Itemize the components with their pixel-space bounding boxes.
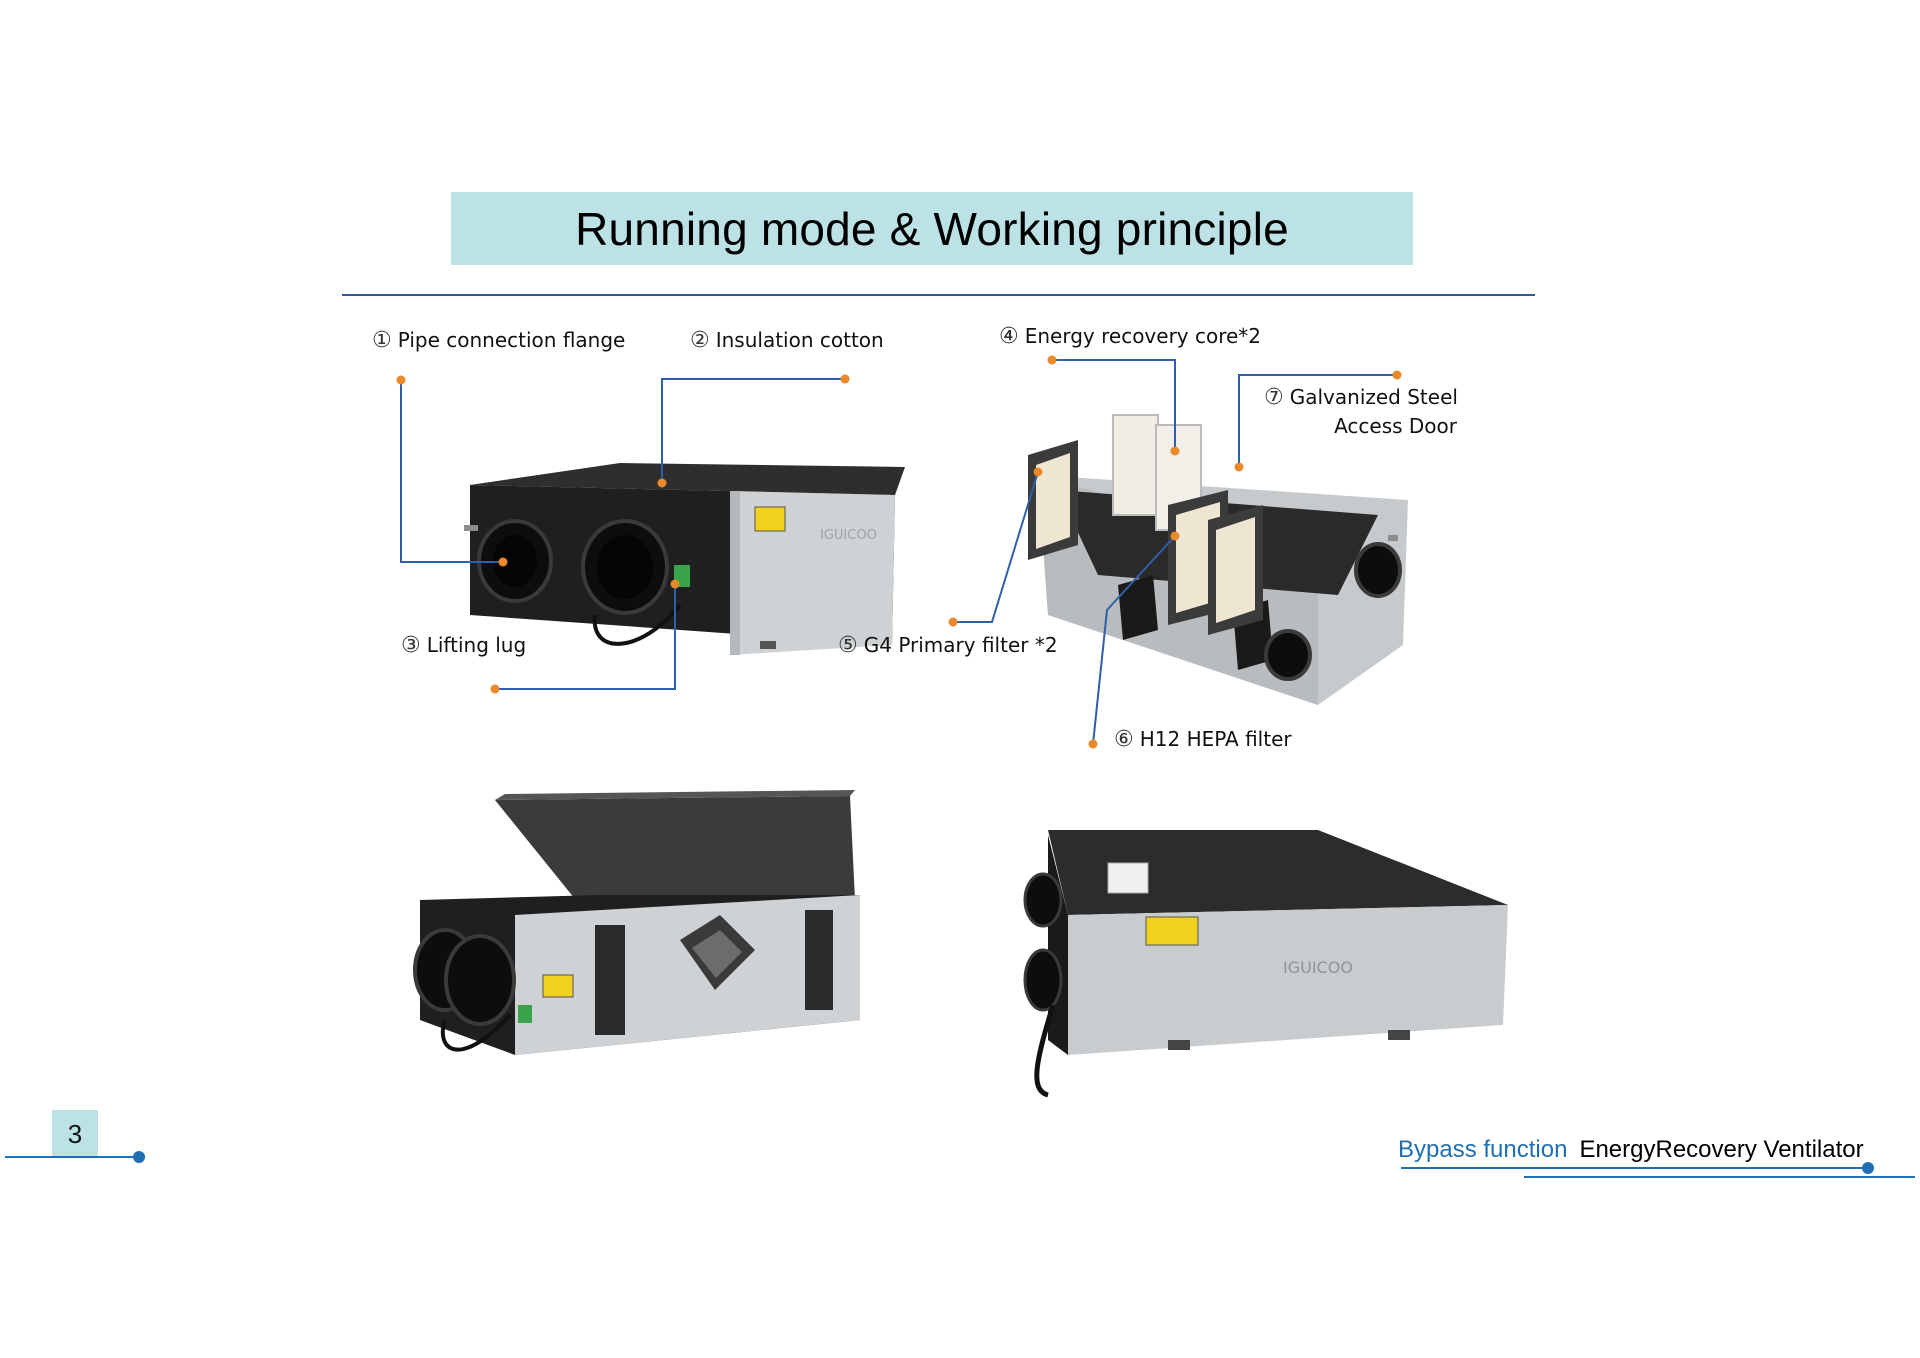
callout-label-line1: Galvanized Steel [1289,385,1458,409]
callout-number: ⑦ [1264,385,1284,410]
callout-label: Lifting lug [426,633,527,657]
callout-label: H12 HEPA filter [1139,727,1292,751]
erv-unit-open-lid-photo [413,790,860,1055]
callout-number: ⑤ [838,633,858,658]
page-title: Running mode & Working principle [575,202,1289,255]
erv-unit-side-photo: IGUICOO [1023,830,1508,1098]
erv-unit-exploded-photo [1028,414,1408,705]
footer-feature-label: Bypass function [1398,1136,1568,1163]
brand-mark: IGUICOO [820,528,877,543]
footer-product-name: EnergyRecovery Ventilator [1579,1136,1864,1163]
callout-label: G4 Primary filter *2 [863,633,1058,657]
brand-mark-side: IGUICOO [1283,958,1353,977]
callout-number: ① [372,328,392,353]
callout-number: ④ [999,324,1019,349]
page-number: 3 [52,1110,98,1158]
callout-label: Energy recovery core*2 [1024,324,1262,348]
footer-product-line: Bypass function EnergyRecovery Ventilator [1398,1136,1864,1164]
callout-label: Insulation cotton [715,328,884,352]
erv-unit-front-photo: IGUICOO [464,463,905,655]
callout-number: ② [690,328,710,353]
title-divider [342,294,1535,296]
callout-label-line2: Access Door [1334,414,1457,438]
callout-number: ⑥ [1114,727,1134,752]
callout-number: ③ [401,633,421,658]
callout-label: Pipe connection flange [397,328,626,352]
title-banner: Running mode & Working principle [451,192,1413,265]
